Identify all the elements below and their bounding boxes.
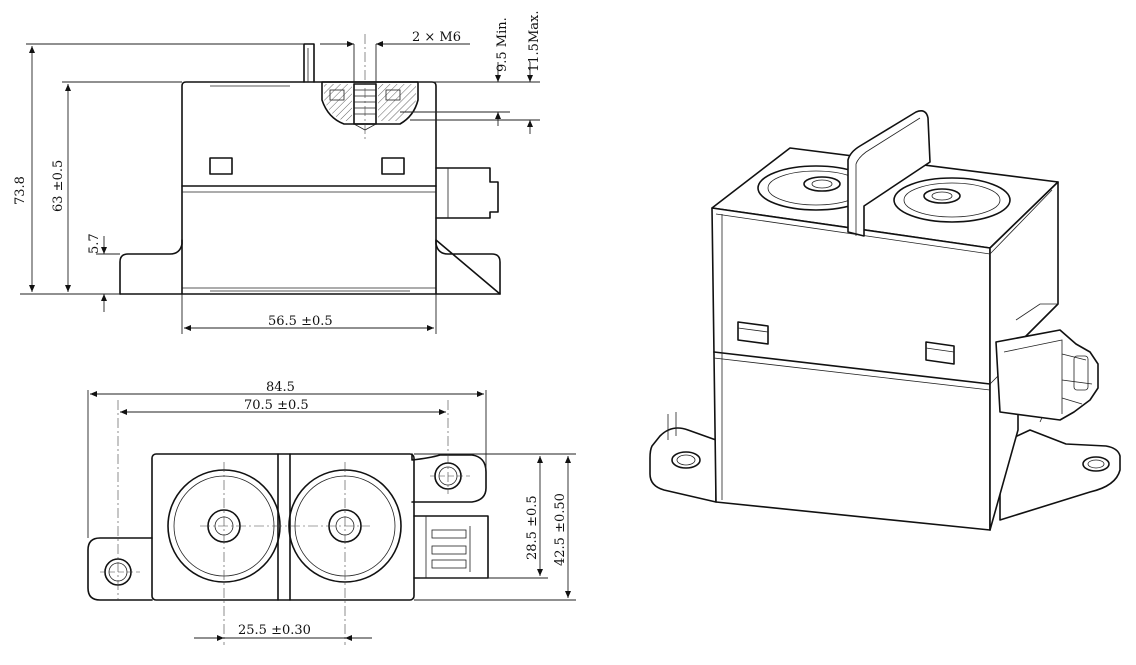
- dim-flange-height: 5.7: [87, 233, 102, 254]
- dim-mount-pitch: 70.5 ±0.5: [244, 398, 309, 413]
- front-view: 2 × M6 9.5 Min. 11.5Max. 73.8 63 ±0.5 5.…: [13, 11, 542, 334]
- dim-inner-depth: 28.5 ±0.5: [525, 495, 540, 560]
- dim-body-height: 63 ±0.5: [51, 160, 66, 212]
- front-view-window-right: [381, 157, 405, 175]
- top-view: 84.5 70.5 ±0.5 25.5 ±0.30 28.5 ±0.5 42.5…: [87, 380, 576, 645]
- dim-outer-depth: 42.5 ±0.50: [553, 493, 568, 566]
- isometric-view: [649, 110, 1121, 531]
- dim-body-width: 56.5 ±0.5: [268, 314, 333, 329]
- front-view-housing: [181, 81, 437, 295]
- dim-min-depth: 9.5 Min.: [495, 17, 510, 72]
- dim-total-height: 73.8: [13, 176, 28, 205]
- iso-front-face: [711, 207, 991, 531]
- front-view-blade: [303, 43, 315, 83]
- iso-flange-right: [999, 429, 1121, 521]
- dim-terminal-pitch: 25.5 ±0.30: [238, 623, 311, 638]
- top-view-housing: [151, 453, 415, 601]
- front-view-connector: [435, 167, 499, 219]
- dim-thread-label: 2 × M6: [412, 30, 461, 45]
- front-view-window-left: [209, 157, 233, 175]
- front-view-flange: [119, 239, 501, 295]
- iso-window-right: [925, 341, 955, 365]
- top-view-connector: [413, 515, 489, 579]
- iso-terminal-right: [893, 177, 1011, 223]
- iso-connector: [995, 329, 1099, 421]
- iso-window-left: [737, 321, 769, 345]
- iso-blade: [847, 110, 931, 237]
- dim-overall-length: 84.5: [266, 380, 295, 395]
- top-view-flange: [87, 537, 153, 601]
- dim-max-depth: 11.5Max.: [527, 11, 542, 72]
- front-view-terminal-section: [321, 81, 419, 125]
